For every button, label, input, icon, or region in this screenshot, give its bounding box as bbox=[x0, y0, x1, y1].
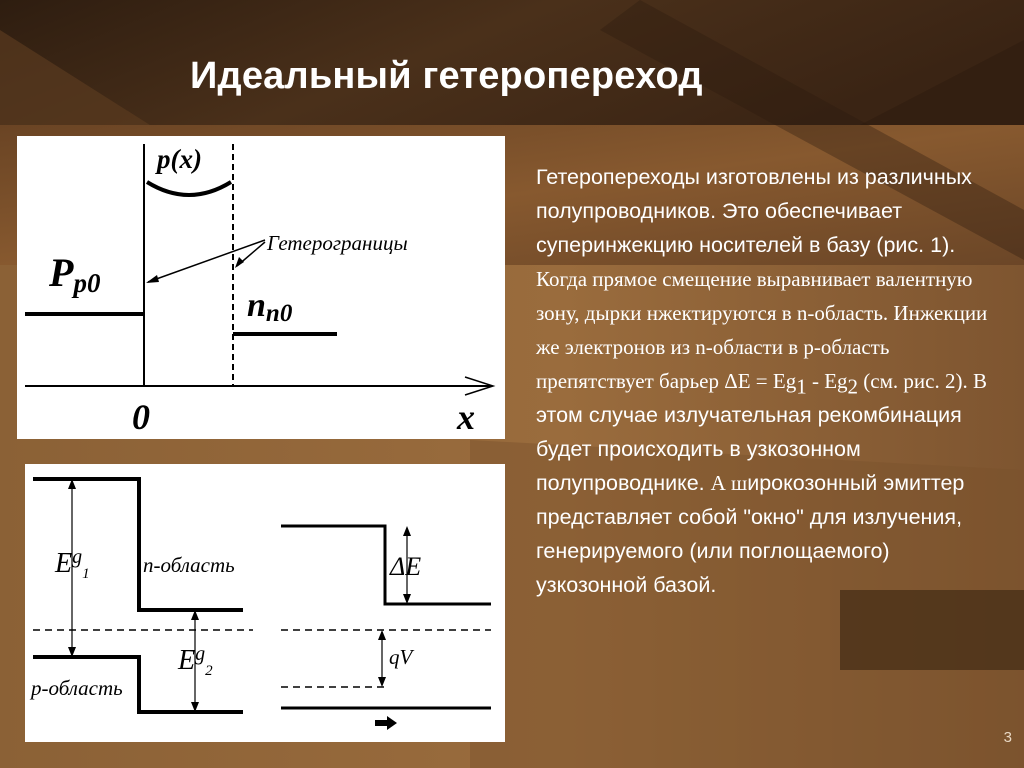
p-region-label: p-область bbox=[29, 676, 123, 700]
heteroboundary-arrow-left bbox=[147, 239, 266, 283]
left-valence-band bbox=[33, 655, 243, 714]
figure-1-hole-distribution: p(x) Гетерограницы Pp0 nn0 0 x bbox=[17, 136, 505, 439]
eg2-label: Eg2 bbox=[177, 643, 213, 679]
nn0-label: nn0 bbox=[247, 287, 293, 327]
text-part-3: - Eg bbox=[806, 369, 848, 393]
current-arrow-icon bbox=[375, 716, 397, 730]
left-conduction-band bbox=[33, 477, 243, 612]
p-of-x-label: p(x) bbox=[155, 144, 202, 174]
text-part-6: А ш bbox=[710, 471, 748, 495]
eg1-subscript: 1 bbox=[796, 374, 807, 399]
pp0-label: Pp0 bbox=[48, 250, 101, 298]
x-axis-arrow bbox=[464, 376, 496, 396]
text-part-5: этом случае излучательная рекомбинация б… bbox=[536, 403, 962, 495]
text-part-4: (см. рис. 2). В bbox=[858, 369, 987, 393]
p-of-x-bracket bbox=[145, 180, 233, 197]
text-part-1: Гетеропереходы изготовлены из различных … bbox=[536, 165, 972, 257]
origin-label: 0 bbox=[132, 397, 150, 437]
text-part-2: Когда прямое смещение выравнивает валент… bbox=[536, 267, 988, 393]
heteroboundary-label: Гетерограницы bbox=[266, 231, 408, 255]
right-conduction-band bbox=[281, 524, 491, 606]
delta-e-label: ΔE bbox=[389, 552, 421, 581]
figure-2-band-diagram: Eg1 Eg2 n-область p-область ΔE qV bbox=[25, 464, 505, 742]
x-axis-label: x bbox=[456, 397, 475, 437]
slide-title: Идеальный гетеропереход bbox=[190, 55, 703, 97]
page-number: 3 bbox=[1003, 729, 1012, 746]
eg2-subscript: 2 bbox=[847, 374, 859, 399]
n-region-label: n-область bbox=[143, 553, 235, 577]
text-part-7: ирокозонный эмиттер представляет собой "… bbox=[536, 471, 965, 597]
eg1-label: Eg1 bbox=[54, 546, 90, 582]
qv-label: qV bbox=[389, 645, 415, 669]
description-text: Гетеропереходы изготовлены из различных … bbox=[536, 160, 1004, 602]
